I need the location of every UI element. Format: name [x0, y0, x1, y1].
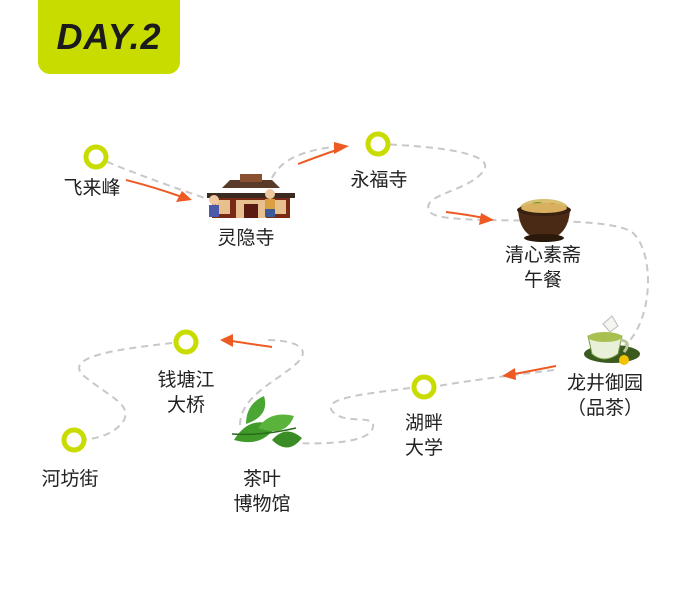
arrow-1 — [125, 179, 192, 202]
temple-icon — [207, 174, 295, 218]
stop-label-hupan: 湖畔大学 — [404, 412, 444, 459]
stop-label-longjing: 龙井御园（品茶） — [566, 372, 644, 419]
arrow-3 — [445, 211, 494, 225]
route-path — [75, 143, 649, 445]
stop-circle-yongfusi — [365, 131, 391, 157]
arrow-5 — [220, 334, 273, 348]
tea-leaf-icon — [231, 396, 302, 448]
stop-circle-qiantangjiang — [173, 329, 199, 355]
food-pot-icon — [517, 199, 571, 242]
stop-circle-feilaifeng — [83, 144, 109, 170]
stop-label-qingxin: 清心素斋午餐 — [504, 244, 582, 291]
day-badge: DAY.2 — [38, 0, 180, 74]
stop-label-yongfusi: 永福寺 — [350, 169, 408, 191]
arrow-4 — [502, 365, 557, 380]
stop-label-qiantangjiang: 钱塘江大桥 — [157, 369, 215, 416]
arrow-2 — [297, 142, 349, 165]
stop-label-hefangjie: 河坊街 — [41, 468, 99, 490]
stop-circle-hupan — [411, 374, 437, 400]
stop-label-chaye: 茶叶博物馆 — [233, 468, 291, 515]
day-title: DAY.2 — [56, 16, 162, 57]
tea-cup-icon — [584, 315, 640, 365]
stop-label-lingyinsi: 灵隐寺 — [217, 227, 275, 249]
stop-circle-hefangjie — [61, 427, 87, 453]
stop-label-feilaifeng: 飞来峰 — [63, 177, 121, 199]
